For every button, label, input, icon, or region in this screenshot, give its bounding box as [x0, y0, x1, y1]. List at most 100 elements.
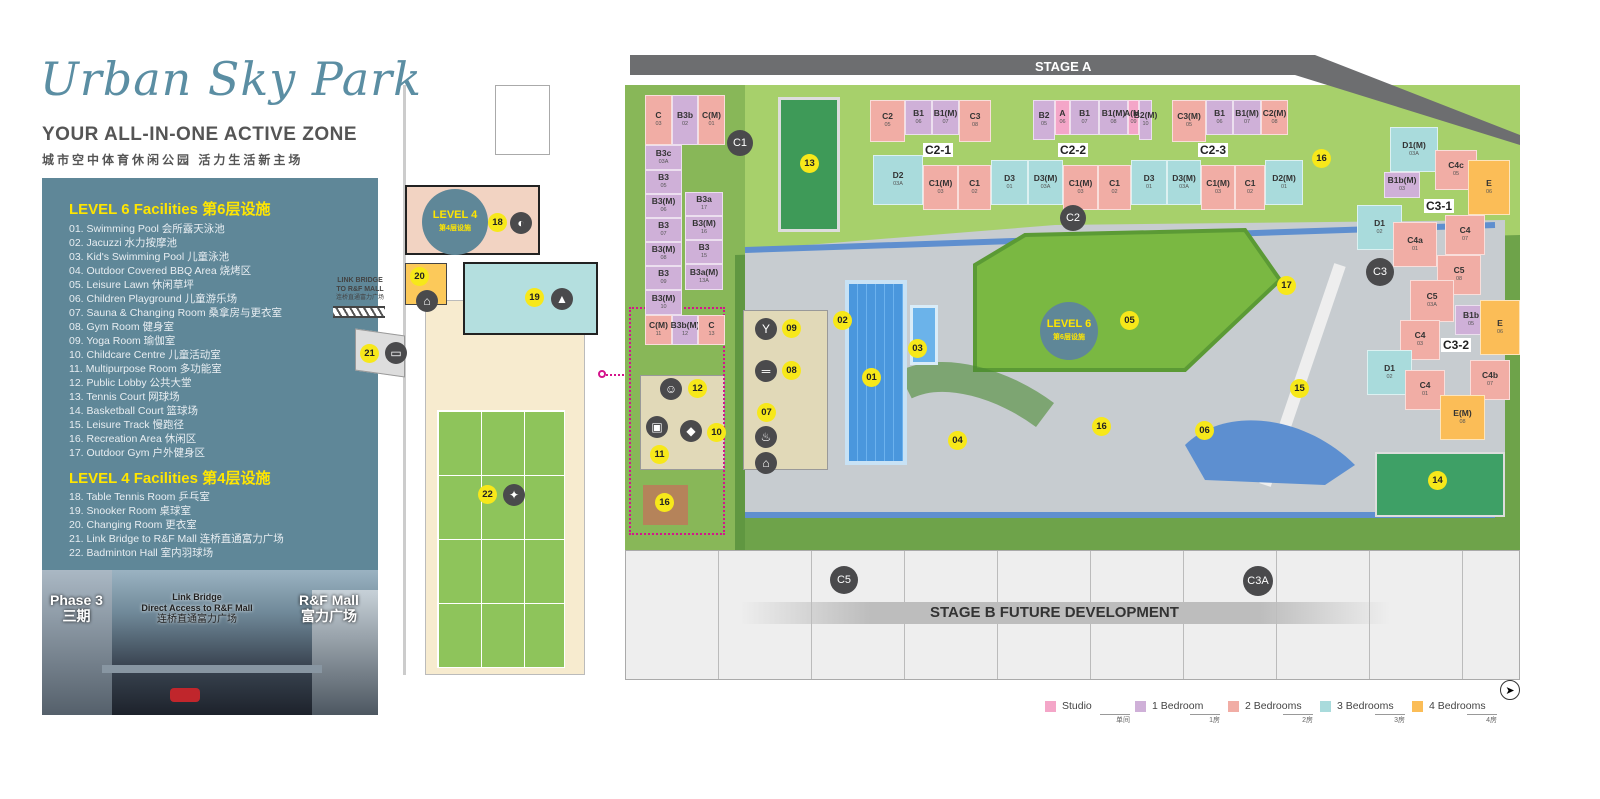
level6-plan	[625, 85, 1520, 555]
unit-number: 05	[1467, 321, 1475, 327]
unit-number: 03	[655, 121, 662, 127]
facility-marker[interactable]: 15	[1290, 379, 1309, 398]
unit-code: B3	[658, 268, 669, 278]
unit-number: 13	[708, 331, 715, 337]
facility-marker[interactable]: 16	[1092, 417, 1111, 436]
unit-code: C2(M)	[1262, 107, 1287, 118]
unit-number: 01	[708, 121, 715, 127]
unit-number: 16	[700, 229, 708, 235]
stage-b-label: STAGE B FUTURE DEVELOPMENT	[930, 604, 1179, 621]
unit-number: 05	[1040, 121, 1048, 127]
unit-number: 02	[971, 188, 978, 195]
tower-label: C3-1	[1424, 199, 1455, 213]
unit-code: D3(M)	[1033, 172, 1058, 183]
unit-code: C1(M)	[928, 177, 953, 188]
unit-code: C1(M)	[1068, 177, 1093, 188]
unit-number: 09	[660, 279, 667, 285]
facility-item: 04. Outdoor Covered BBQ Area 烧烤区	[69, 265, 252, 277]
facility-marker[interactable]: 21	[360, 344, 379, 363]
facility-marker[interactable]: 04	[948, 431, 967, 450]
unit-code: D1	[1384, 362, 1395, 373]
facility-item: 18. Table Tennis Room 乒乓室	[69, 491, 210, 503]
yoga-icon: Y	[755, 318, 777, 340]
facility-item: 09. Yoga Room 瑜伽室	[69, 335, 176, 347]
snooker-icon: ▲	[551, 288, 573, 310]
mall-building	[312, 590, 378, 715]
unit-code: C4a	[1407, 234, 1423, 245]
block-marker[interactable]: C5	[830, 566, 858, 594]
facility-marker[interactable]: 02	[833, 311, 852, 330]
facility-marker[interactable]: 08	[782, 361, 801, 380]
unit-code: B3a	[696, 194, 712, 204]
link-bridge-label-cn: 连桥直通富力广场	[335, 295, 384, 301]
facility-marker[interactable]: 17	[1277, 276, 1296, 295]
tower-label: C3-2	[1441, 338, 1472, 352]
facility-marker[interactable]: 14	[1428, 471, 1447, 490]
legend-swatch	[1228, 700, 1239, 712]
facility-marker[interactable]: 16	[655, 493, 674, 512]
facility-marker[interactable]: 07	[757, 403, 776, 422]
facility-marker[interactable]: 01	[862, 368, 881, 387]
unit-code: B3(M)	[651, 292, 676, 303]
facility-marker[interactable]: 03	[908, 339, 927, 358]
unit-number: 07	[1461, 236, 1469, 242]
unit-number: 03A	[1179, 183, 1189, 190]
mall-cn: 富力广场	[301, 608, 357, 624]
legend-label-cn: 4房	[1467, 714, 1497, 725]
unit-code: B1(M)	[1235, 107, 1259, 118]
facility-marker[interactable]: 06	[1195, 421, 1214, 440]
phase3-cn: 三期	[62, 608, 91, 624]
link-bridge-label-1: LINK BRIDGE	[337, 277, 383, 284]
level4-plan	[355, 85, 625, 675]
level6-heading: LEVEL 6 Facilities 第6层设施	[69, 201, 271, 218]
facility-marker[interactable]: 22	[478, 485, 497, 504]
facility-marker[interactable]: 12	[688, 379, 707, 398]
facility-marker[interactable]: 20	[410, 267, 429, 286]
facility-item: 16. Recreation Area 休闲区	[69, 433, 197, 445]
unit-number: 03	[1398, 186, 1406, 192]
facility-item: 14. Basketball Court 篮球场	[69, 405, 198, 417]
unit-code: B2	[1038, 110, 1050, 120]
unit-code: C3(M)	[1177, 111, 1201, 121]
facility-marker[interactable]: 16	[1312, 149, 1331, 168]
facility-marker[interactable]: 19	[525, 288, 544, 307]
facility-item: 15. Leisure Track 慢跑径	[69, 419, 184, 431]
block-marker[interactable]: C3	[1366, 258, 1394, 286]
unit-number: 03	[1214, 188, 1222, 195]
lobby-icon: ☺	[660, 378, 682, 400]
block-marker[interactable]: C1	[727, 130, 753, 156]
facility-item: 17. Outdoor Gym 户外健身区	[69, 447, 205, 459]
stage-b-band	[740, 602, 1390, 624]
facility-marker[interactable]: 09	[782, 319, 801, 338]
block-marker[interactable]: C3A	[1243, 566, 1273, 596]
legend-label: 1 Bedroom	[1152, 700, 1204, 712]
facility-marker[interactable]: 10	[707, 423, 726, 442]
facility-marker[interactable]: 18	[488, 213, 507, 232]
legend-label-cn: 3房	[1375, 714, 1405, 725]
unit-code: C5	[1426, 291, 1438, 301]
unit-code: D1(M)	[1402, 139, 1426, 150]
facility-item: 10. Childcare Centre 儿童活动室	[69, 349, 221, 361]
level6-badge-title: LEVEL 6	[1046, 318, 1092, 330]
unit-1br: B3a(M)13A	[685, 264, 723, 290]
block-marker[interactable]: C2	[1060, 205, 1086, 231]
unit-number: 08	[1110, 118, 1117, 125]
facility-marker[interactable]: 05	[1120, 311, 1139, 330]
unit-3br: D3(M)03A	[1028, 160, 1063, 205]
unit-1br: B1(M)07	[932, 100, 959, 135]
unit-number: 05	[1452, 171, 1460, 177]
facility-marker[interactable]: 13	[800, 154, 819, 173]
facility-marker[interactable]: 11	[650, 445, 669, 464]
script-title: Urban Sky Park	[40, 52, 423, 106]
legend-item: 1 Bedroom	[1135, 700, 1203, 712]
facility-item: 03. Kid's Swimming Pool 儿童泳池	[69, 251, 230, 263]
